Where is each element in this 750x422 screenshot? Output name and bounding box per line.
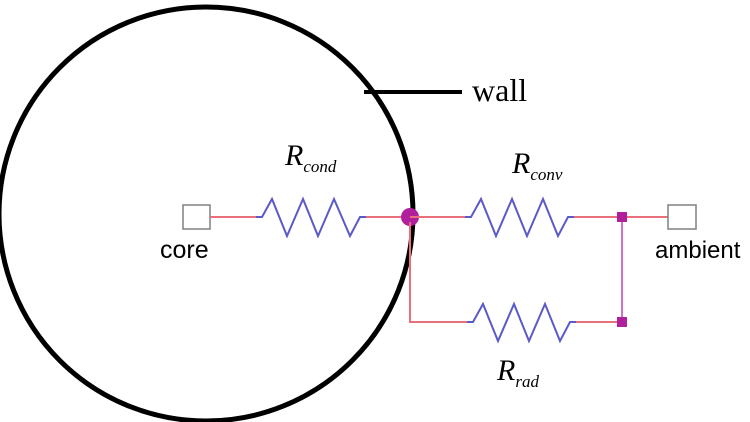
resistor-rad	[467, 301, 576, 344]
core-label: core	[160, 236, 209, 264]
wire-node-rad	[409, 222, 467, 323]
ambient-terminal	[667, 204, 697, 230]
ambient-label: ambient	[655, 237, 741, 264]
junction-node-lower	[617, 317, 627, 327]
resistor-rad-label: Rrad	[496, 354, 539, 391]
core-terminal	[182, 204, 211, 230]
resistor-cond	[256, 196, 366, 239]
junction-node-upper	[617, 212, 627, 222]
resistor-cond-label: Rcond	[284, 139, 337, 176]
resistor-conv	[465, 196, 574, 239]
wall-label: wall	[472, 72, 527, 108]
resistor-conv-label: Rconv	[511, 147, 563, 184]
